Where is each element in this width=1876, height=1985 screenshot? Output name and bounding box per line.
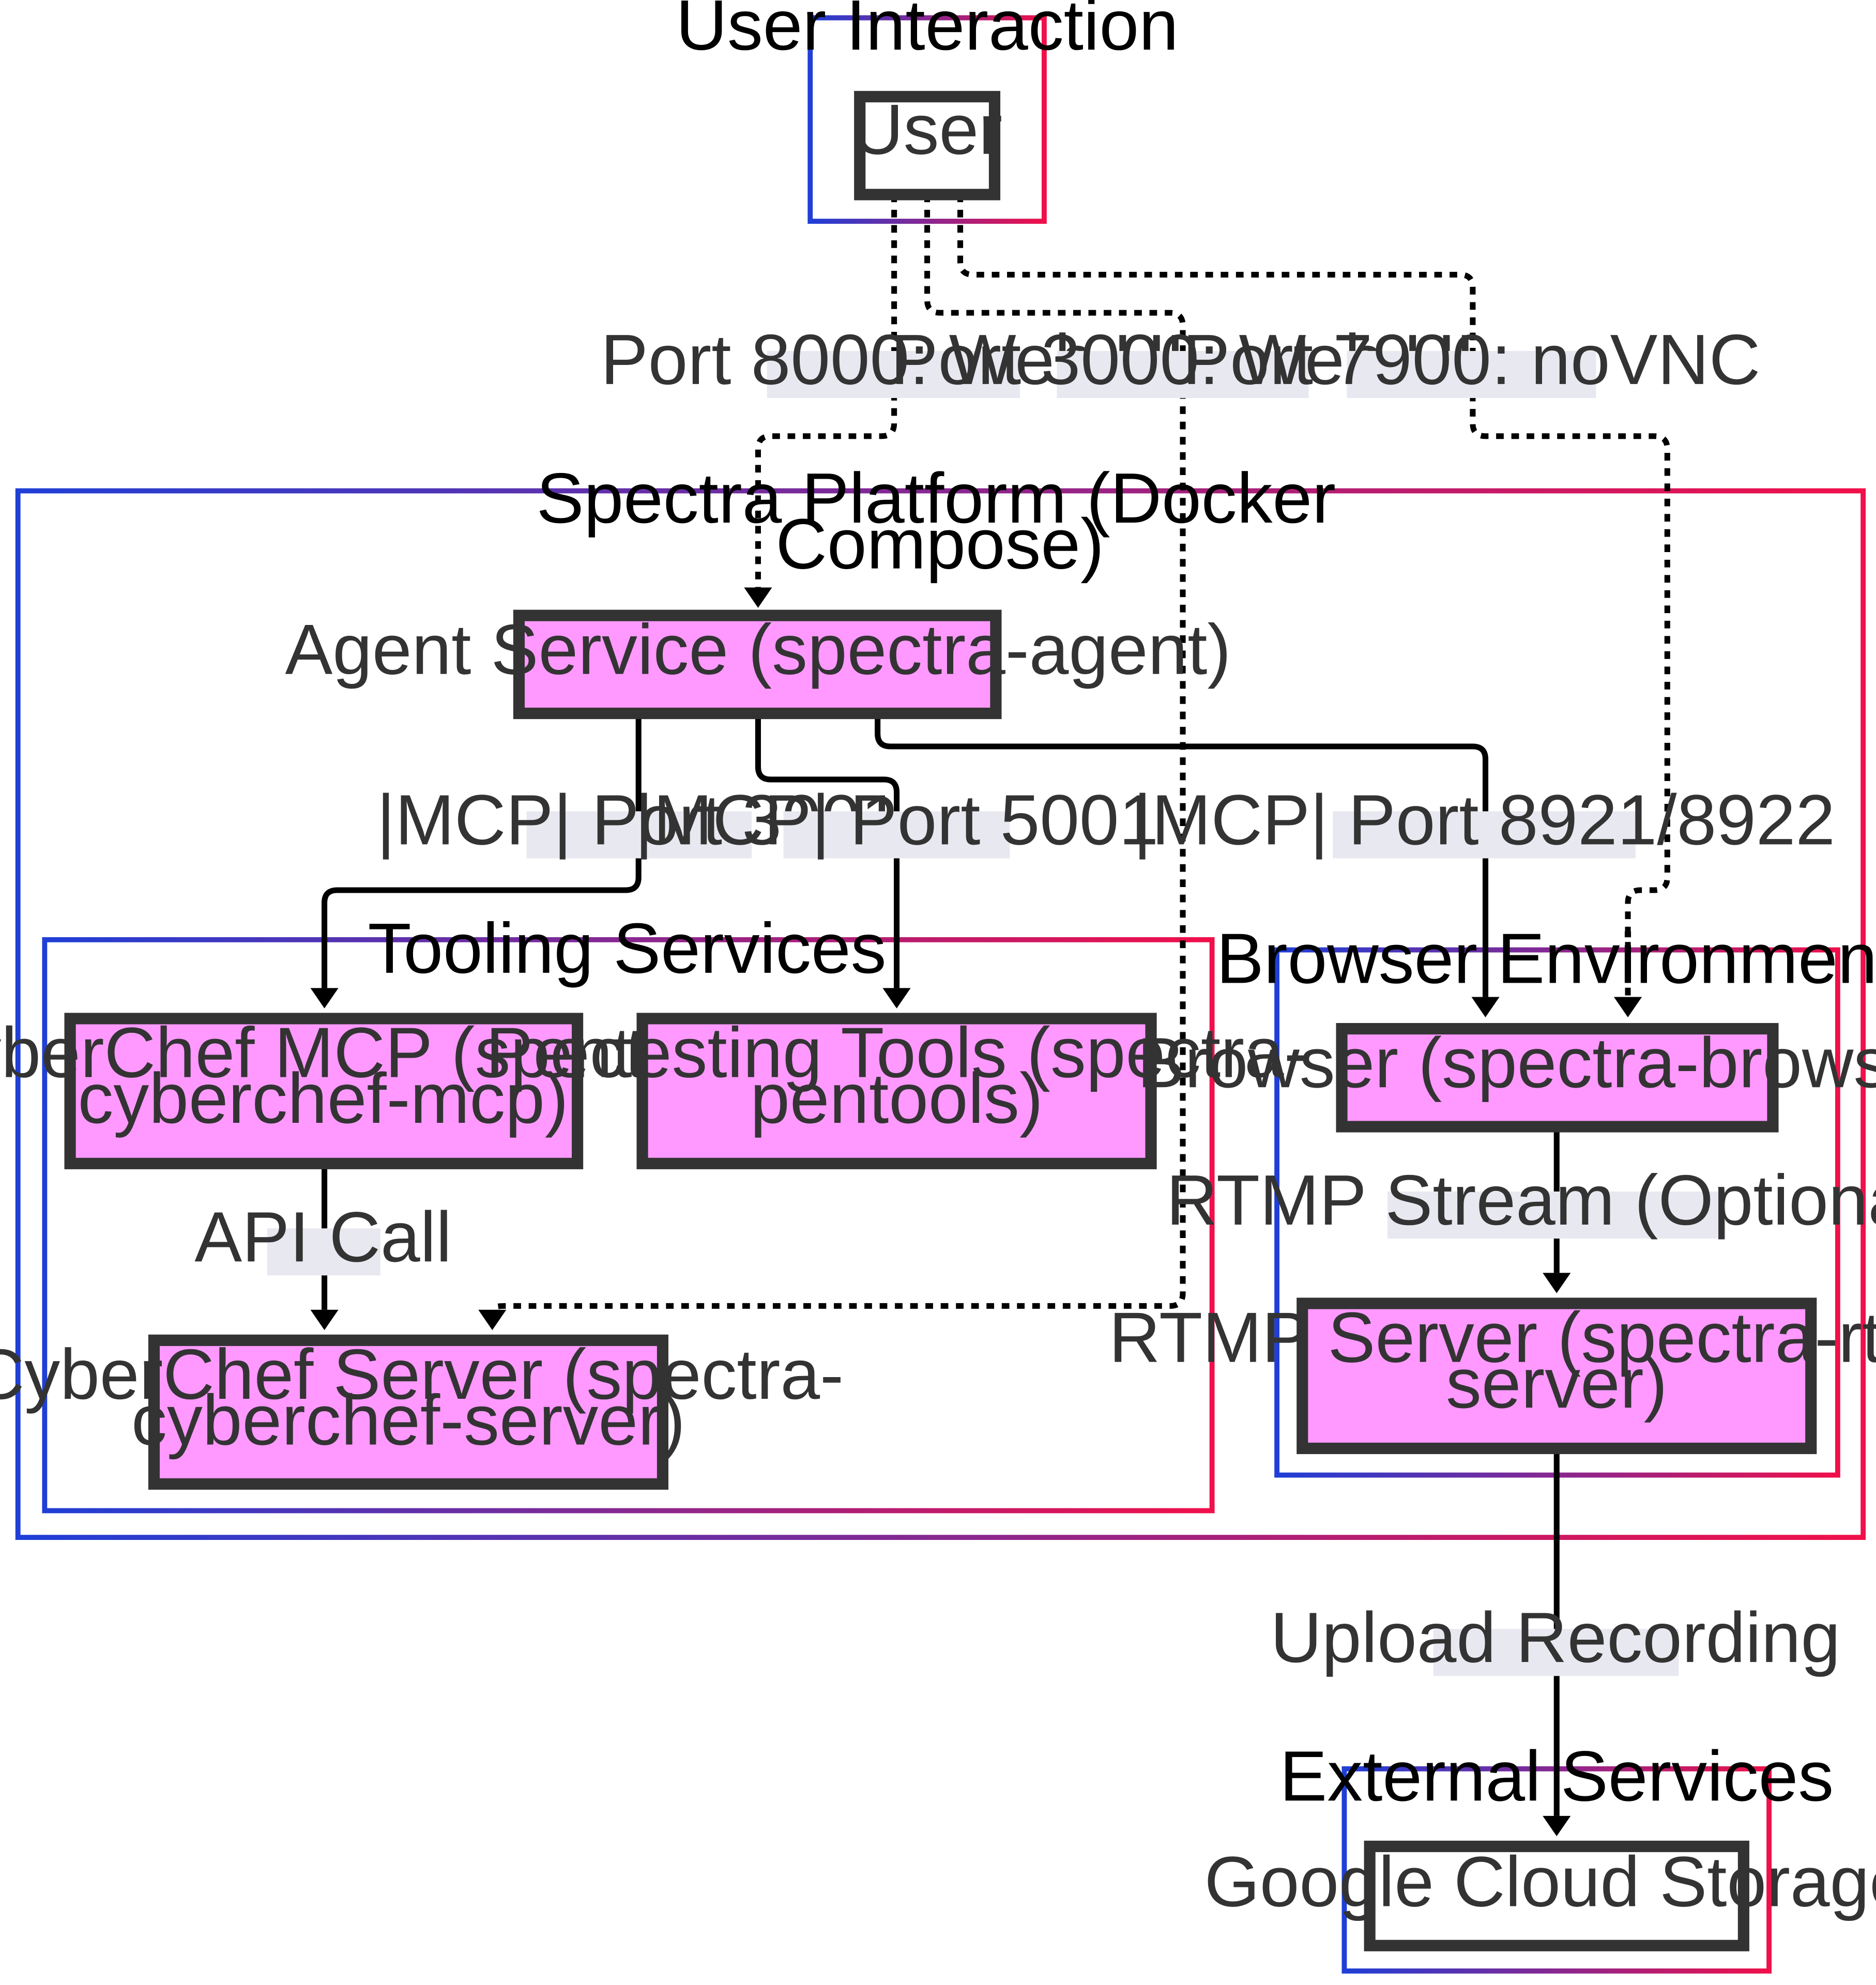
svg-text:Browser (spectra-browser): Browser (spectra-browser) — [1137, 1023, 1876, 1103]
cluster-title-browser-environment: Browser Environment — [1216, 919, 1876, 999]
arrowhead — [1543, 1815, 1571, 1837]
cluster-spectra-platform: Spectra Platform (Docker Compose) — [15, 459, 1866, 1540]
cluster-title-spectra-platform-line-1: Spectra Platform (Docker — [537, 459, 1336, 538]
arrowhead — [1543, 1273, 1571, 1293]
svg-text:Upload Recording: Upload Recording — [1270, 1598, 1840, 1677]
svg-text:User: User — [852, 90, 1002, 170]
svg-text:Port 7900: noVNC: Port 7900: noVNC — [1182, 320, 1760, 400]
svg-text:Google Cloud Storage: Google Cloud Storage — [1204, 1842, 1876, 1921]
svg-text:server): server) — [1446, 1343, 1668, 1423]
node-google-cloud-storage: Google Cloud Storage — [1204, 1840, 1876, 1951]
cluster-title-tooling-services: Tooling Services — [368, 909, 887, 988]
svg-text:|MCP| Port 5001: |MCP| Port 5001 — [635, 780, 1158, 860]
arrowhead — [1613, 997, 1642, 1017]
node-agent-service: Agent Service (spectra-agent) — [285, 609, 1231, 720]
cluster-title-user-interaction: User Interaction — [676, 0, 1178, 65]
edge-label-browser-rtmp: RTMP Stream (Optional) — [1166, 1161, 1876, 1240]
node-rtmp-server: RTMP Server (spectra-rtmp- server) — [1109, 1297, 1876, 1454]
cluster-browser-environment: Browser Environment — [1216, 919, 1876, 1478]
svg-text:RTMP Stream (Optional): RTMP Stream (Optional) — [1166, 1161, 1876, 1240]
node-cyberchef-mcp: CyberChef MCP (spectra- cyberchef-mcp) — [0, 1013, 732, 1169]
svg-text:Agent Service (spectra-agent): Agent Service (spectra-agent) — [285, 610, 1231, 690]
svg-text:API Call: API Call — [194, 1197, 452, 1277]
arrowhead — [1471, 997, 1500, 1017]
edge-agent-to-cyberchef-mcp — [310, 713, 642, 1009]
edge-agent-to-pentools — [755, 713, 911, 1009]
cluster-tooling-services: Tooling Services — [42, 909, 1215, 1514]
edge-agent-to-browser — [875, 713, 1500, 1017]
edge-label-agent-pentools: |MCP| Port 5001 — [635, 780, 1158, 860]
svg-text:Pentesting Tools (spectra-: Pentesting Tools (spectra- — [486, 1013, 1308, 1093]
svg-text:cyberchef-mcp): cyberchef-mcp) — [78, 1059, 569, 1138]
svg-text:pentools): pentools) — [750, 1059, 1043, 1138]
svg-text:cyberchef-server): cyberchef-server) — [131, 1381, 685, 1460]
edge-user-to-cyberchef-server — [478, 194, 1186, 1331]
node-browser: Browser (spectra-browser) — [1137, 1023, 1876, 1133]
edge-user-to-agent — [744, 194, 897, 608]
svg-text:RTMP Server (spectra-rtmp-: RTMP Server (spectra-rtmp- — [1109, 1298, 1876, 1378]
node-pentesting-tools: Pentesting Tools (spectra- pentools) — [486, 1013, 1308, 1169]
node-cyberchef-server: CyberChef Server (spectra- cyberchef-ser… — [0, 1334, 844, 1490]
edge-user-to-browser — [957, 194, 1670, 1017]
edge-label-rtmp-gcs: Upload Recording — [1270, 1598, 1840, 1677]
svg-text:CyberChef MCP (spectra-: CyberChef MCP (spectra- — [0, 1013, 732, 1093]
node-user: User — [852, 90, 1002, 201]
arrowhead — [882, 988, 911, 1009]
arrowhead — [478, 1309, 507, 1331]
svg-text:CyberChef Server (spectra-: CyberChef Server (spectra- — [0, 1335, 844, 1414]
arrowhead — [310, 988, 339, 1009]
arrowhead — [744, 587, 772, 608]
edge-label-user-browser: Port 7900: noVNC — [1182, 320, 1760, 400]
cluster-title-spectra-platform-line-2: Compose) — [775, 505, 1104, 584]
svg-text:|MCP| Port 8921/8922: |MCP| Port 8921/8922 — [1133, 780, 1835, 860]
edge-label-cyberchef-mcp-server: API Call — [194, 1197, 452, 1277]
edge-label-agent-browser: |MCP| Port 8921/8922 — [1133, 780, 1835, 860]
arrowhead — [310, 1309, 339, 1331]
cluster-user-interaction: User Interaction — [676, 0, 1179, 224]
